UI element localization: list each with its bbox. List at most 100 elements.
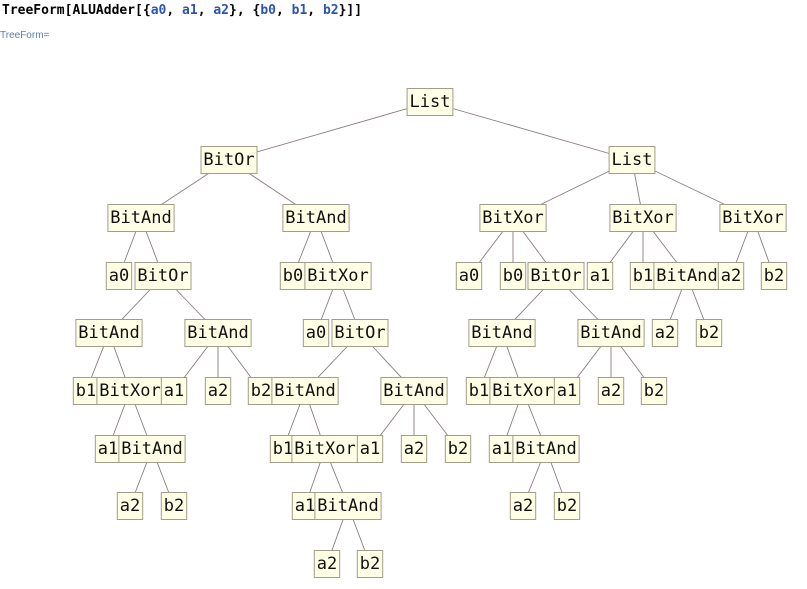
tree-node-box: [553, 377, 581, 405]
tree-node-label: a2: [601, 381, 621, 401]
tree-node-label: a0: [306, 323, 326, 343]
tree-node-label: a2: [208, 381, 228, 401]
tree-node-label: BitXor: [612, 208, 673, 228]
tree-node-label: b1: [273, 439, 293, 459]
tree-node-label: b2: [557, 496, 577, 516]
tree-node: BitXor: [489, 377, 557, 405]
tree-node-box: [75, 319, 143, 347]
tree-node-label: BitAnd: [187, 323, 248, 343]
tree-node-label: BitAnd: [274, 381, 335, 401]
tree-node: BitAnd: [653, 262, 721, 290]
tree-node-box: [695, 319, 723, 347]
tree-node-box: [356, 550, 384, 578]
tree-node-label: BitXor: [482, 208, 543, 228]
tree-node: b2: [760, 262, 788, 290]
tree-node-box: [304, 262, 372, 290]
var-a1: a1: [182, 3, 198, 18]
tree-node-label: a0: [459, 266, 479, 286]
tree-node: BitXor: [96, 377, 164, 405]
tree-node-box: [489, 377, 557, 405]
tree-node-box: [400, 435, 428, 463]
tree-node-label: b1: [76, 381, 96, 401]
tree-node-box: [499, 262, 527, 290]
tree-node-box: [527, 262, 585, 290]
tree-node: a2: [313, 550, 341, 578]
tree-node: b2: [695, 319, 723, 347]
tree-node-label: b1: [469, 381, 489, 401]
tree-node-box: [608, 146, 656, 174]
tree-node-label: b2: [644, 381, 664, 401]
tree-edge: [228, 101, 431, 161]
tree-node-label: a0: [109, 266, 129, 286]
tree-node-label: BitAnd: [78, 323, 139, 343]
tree-node: a2: [509, 492, 537, 520]
tree-node-label: BitOr: [203, 150, 254, 170]
tree-node-box: [134, 262, 192, 290]
tree-node: BitXor: [609, 204, 677, 232]
tree-node-label: a1: [360, 439, 380, 459]
tree-node: a1: [160, 377, 188, 405]
tree-node-box: [72, 377, 100, 405]
tree-node-label: BitAnd: [471, 323, 532, 343]
tree-node: BitOr: [527, 262, 585, 290]
tree-node-box: [314, 492, 382, 520]
tree-node: List: [406, 88, 454, 116]
tree-node: b2: [553, 492, 581, 520]
tree-node-label: BitAnd: [580, 323, 641, 343]
tree-node: BitXor: [291, 435, 359, 463]
tree-node-box: [184, 319, 252, 347]
tree-node-label: a2: [404, 439, 424, 459]
tree-node: BitAnd: [314, 492, 382, 520]
tree-node: b2: [356, 550, 384, 578]
tree-node-box: [247, 377, 275, 405]
tree-node: BitAnd: [271, 377, 339, 405]
tree-node-box: [597, 377, 625, 405]
tree-node: BitAnd: [577, 319, 645, 347]
tree-node: BitAnd: [380, 377, 448, 405]
input-mid: }, {: [229, 3, 261, 18]
var-b1: b1: [291, 3, 308, 18]
tree-node-label: a2: [655, 323, 675, 343]
tree-node-box: [282, 204, 350, 232]
tree-node: b0: [279, 262, 307, 290]
tree-node-label: b1: [633, 266, 653, 286]
tree-node-label: b2: [448, 439, 468, 459]
tree-node-label: b2: [360, 554, 380, 574]
tree-edge: [429, 101, 633, 161]
tree-node: BitXor: [719, 204, 787, 232]
tree-node-box: [160, 492, 188, 520]
tree-node-label: a1: [590, 266, 610, 286]
input-head: TreeForm[ALUAdder[{: [2, 3, 151, 18]
tree-node-box: [331, 319, 389, 347]
tree-node: a2: [204, 377, 232, 405]
tree-node: a1: [553, 377, 581, 405]
tree-node-label: a1: [492, 439, 512, 459]
tree-node-box: [105, 262, 133, 290]
tree-node: BitAnd: [118, 435, 186, 463]
tree-node-box: [577, 319, 645, 347]
tree-node-box: [406, 88, 454, 116]
tree-node-box: [455, 262, 483, 290]
tree-node: BitAnd: [512, 435, 580, 463]
input-expression[interactable]: TreeForm[ALUAdder[{a0, a1, a2}, {b0, b1,…: [2, 3, 363, 18]
tree-node: b1: [72, 377, 100, 405]
tree-node-box: [468, 319, 536, 347]
tree-node-box: [653, 262, 721, 290]
tree-node-box: [380, 377, 448, 405]
tree-node: BitOr: [134, 262, 192, 290]
tree-node: a0: [105, 262, 133, 290]
tree-node: a2: [651, 319, 679, 347]
tree-node: List: [608, 146, 656, 174]
tree-node-label: BitAnd: [383, 381, 444, 401]
tree-node-label: a2: [721, 266, 741, 286]
tree-node: BitAnd: [75, 319, 143, 347]
tree-node-label: BitXor: [307, 266, 368, 286]
tree-node-box: [313, 550, 341, 578]
tree-node-label: BitOr: [137, 266, 188, 286]
tree-node-box: [609, 204, 677, 232]
tree-node-label: List: [410, 92, 451, 112]
tree-node: a1: [356, 435, 384, 463]
tree-node: a0: [302, 319, 330, 347]
tree-node-box: [651, 319, 679, 347]
tree-node: BitAnd: [468, 319, 536, 347]
